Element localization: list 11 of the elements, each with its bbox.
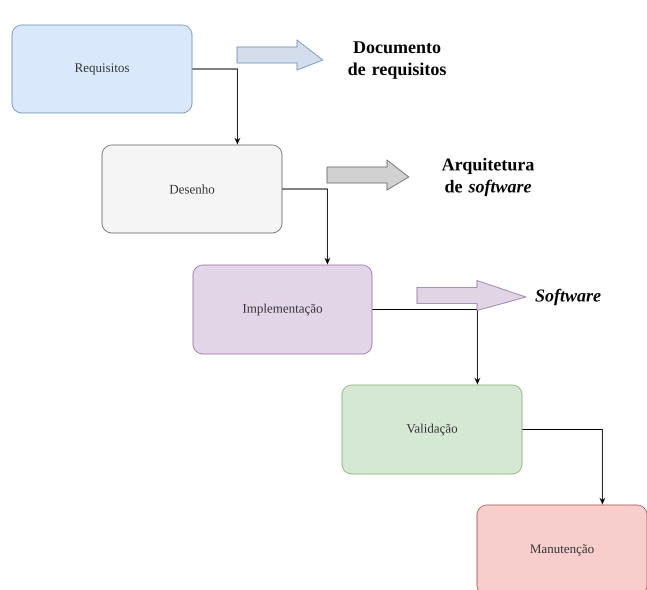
block-arrow — [236, 39, 324, 71]
block-arrow — [326, 159, 410, 191]
process-box: Requisitos — [12, 24, 192, 114]
process-box: Desenho — [102, 144, 282, 234]
process-box: Implementação — [192, 264, 372, 354]
process-box: Manutenção — [476, 504, 647, 590]
block-arrow — [416, 280, 528, 312]
process-box: Validação — [342, 384, 522, 474]
output-label: Documento de requisitos — [348, 41, 446, 79]
output-label: Arquitetura de software — [442, 158, 534, 196]
output-label: Software — [535, 288, 601, 306]
